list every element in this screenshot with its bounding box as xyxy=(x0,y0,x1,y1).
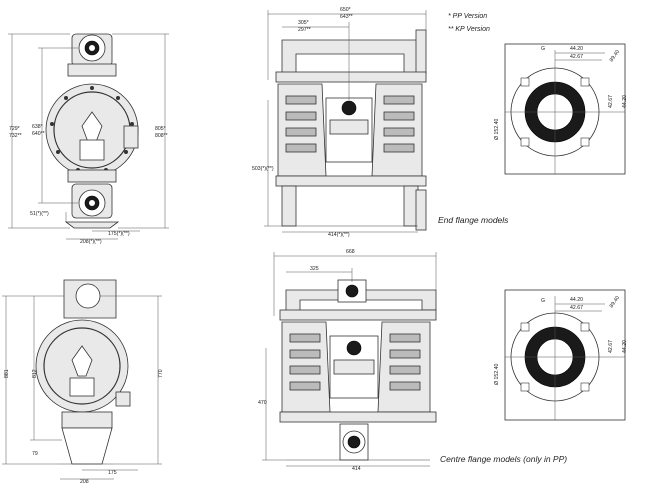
side-silencer xyxy=(123,125,139,149)
dim-729: 729* xyxy=(9,126,20,132)
pump-feet xyxy=(64,221,120,229)
dim-175b: 175 xyxy=(108,470,117,476)
top-manifold-centre xyxy=(279,309,437,321)
bottom-manifold-centre xyxy=(279,411,437,423)
flange-v1-b: 42.67 xyxy=(608,340,614,353)
air-valve xyxy=(329,119,369,135)
dim-414b: 414 xyxy=(352,466,361,472)
top-flange-hole xyxy=(89,45,95,51)
dim-808: 808** xyxy=(155,133,168,139)
flange-dia: Ø 152.40 xyxy=(494,119,500,140)
bottom-side-view: 668 325 470 414 xyxy=(258,249,437,472)
flange-bolt-holes-b xyxy=(520,322,590,392)
flange-dia-b: Ø 152.40 xyxy=(494,364,500,385)
bottom-end-flange xyxy=(415,189,427,231)
bottom-manifold-side xyxy=(275,175,427,187)
air-valve-block xyxy=(79,139,105,161)
air-inlet xyxy=(341,100,357,116)
dim-297: 297** xyxy=(298,27,311,33)
top-discharge-pipe xyxy=(281,39,419,75)
left-inlet-leg xyxy=(281,185,297,227)
dim-812: 812 xyxy=(32,369,38,378)
legend-pp: * PP Version xyxy=(448,13,487,20)
top-pipe-bulb xyxy=(75,283,101,309)
dim-208b: 208 xyxy=(80,479,89,485)
flange-d1-b: 44.20 xyxy=(570,297,583,303)
bottom-manifold xyxy=(67,169,117,183)
dim-732: 732** xyxy=(9,133,22,139)
dim-503: 503(*)(**) xyxy=(252,166,274,172)
flange-v2-b: 44.20 xyxy=(622,340,628,353)
dim-325: 325 xyxy=(310,266,319,272)
dim-668: 668 xyxy=(346,249,355,255)
flange-g-b: G xyxy=(541,298,545,304)
top-side-view: 650* 643** 305* 297** 503(*)(**) 414(*)(… xyxy=(252,7,427,238)
dim-638: 638* xyxy=(32,124,43,130)
dim-770: 770 xyxy=(158,369,164,378)
dim-643: 643** xyxy=(340,14,353,20)
legend-kp: ** KP Version xyxy=(448,26,490,33)
dim-414: 414(*)(**) xyxy=(328,232,350,238)
version-legend: * PP Version ** KP Version xyxy=(448,13,490,33)
top-front-view: 729* 732** 638* 640** 805* 808** 51(*)(*… xyxy=(8,33,169,245)
dim-881: 881 xyxy=(4,369,10,378)
dim-305: 305* xyxy=(298,20,309,26)
flange-v2: 44.20 xyxy=(622,95,628,108)
top-manifold xyxy=(67,63,117,77)
air-valve-front xyxy=(69,377,95,397)
chamber-ribs xyxy=(285,95,415,153)
dim-650: 650* xyxy=(340,7,351,13)
flange-bolt-holes xyxy=(520,77,590,147)
top-manifold-side xyxy=(275,71,427,83)
dim-79: 79 xyxy=(32,451,38,457)
flange-d2: 42.67 xyxy=(570,54,583,60)
side-fitting-front xyxy=(115,391,131,407)
flange-detail-top: G 44.20 42.67 89.40 Ø 152.40 42.67 44.20 xyxy=(494,43,628,175)
diaphragm-cover-front xyxy=(43,327,121,405)
flange-detail-bottom: G 44.20 42.67 89.40 Ø 152.40 42.67 44.20 xyxy=(494,289,628,421)
dim-640: 640** xyxy=(32,131,45,137)
flange-d1: 44.20 xyxy=(570,46,583,52)
bottom-manifold-front xyxy=(61,411,113,429)
base-support xyxy=(61,427,113,465)
chamber-ribs-centre xyxy=(289,333,421,391)
flange-v1: 42.67 xyxy=(608,95,614,108)
top-end-flange xyxy=(415,29,427,75)
caption-centre-flange: Centre flange models (only in PP) xyxy=(440,454,567,464)
dim-805: 805* xyxy=(155,126,166,132)
dim-175: 175(*)(**) xyxy=(108,231,130,237)
dim-208: 208(*)(**) xyxy=(80,239,102,245)
caption-end-flange: End flange models xyxy=(438,215,509,225)
cover-ribs-front xyxy=(71,345,93,377)
dim-470: 470 xyxy=(258,400,267,406)
bottom-front-view: 881 812 770 79 175 208 xyxy=(2,279,164,485)
flange-d2-b: 42.67 xyxy=(570,305,583,311)
flange-g: G xyxy=(541,46,545,52)
dim-51: 51(*)(**) xyxy=(30,211,49,217)
bottom-flange-hole xyxy=(89,200,95,206)
